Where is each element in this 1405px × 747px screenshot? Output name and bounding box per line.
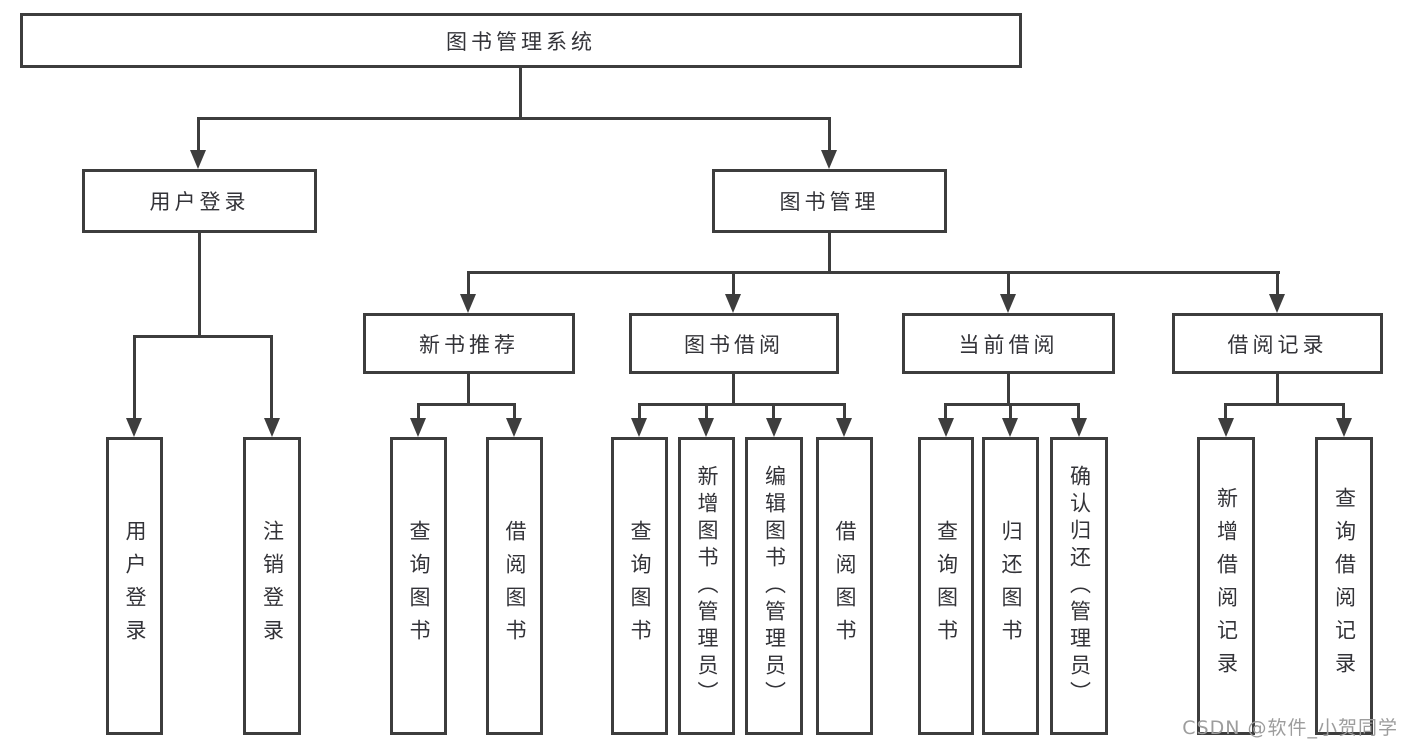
node-library-system: 图书管理系统 — [20, 13, 1022, 68]
connector-drop-leaf-logout — [270, 335, 273, 420]
node-borrow-records-label: 借阅记录 — [1227, 332, 1328, 357]
connector-root-branch — [197, 117, 831, 120]
arrowhead-to-book-management — [821, 150, 837, 169]
node-book-borrow-label: 图书借阅 — [684, 332, 784, 357]
arrowhead-to-book-borrow — [725, 294, 741, 313]
leaf-borrow-query-books-label: 查询图书 — [628, 520, 652, 652]
connector-records-branch — [1224, 403, 1345, 406]
arrowhead-to-cb-return — [1002, 418, 1018, 437]
arrowhead-to-bb-edit — [766, 418, 782, 437]
arrowhead-to-rec-query — [1336, 418, 1352, 437]
leaf-confirm-return-admin: 确认归还（管理员） — [1050, 437, 1108, 735]
arrowhead-to-nb-query — [410, 418, 426, 437]
connector-drop-bb-query — [638, 403, 641, 420]
node-book-borrow: 图书借阅 — [629, 313, 839, 374]
leaf-query-borrow-record: 查询借阅记录 — [1315, 437, 1373, 735]
leaf-current-query-books: 查询图书 — [918, 437, 974, 735]
node-book-management: 图书管理 — [712, 169, 947, 233]
arrowhead-to-user-login — [190, 150, 206, 169]
leaf-borrow-books: 借阅图书 — [816, 437, 873, 735]
connector-drop-bb-borrow — [843, 403, 846, 420]
connector-drop-book-borrow — [732, 271, 735, 296]
leaf-logout-label: 注销登录 — [260, 520, 285, 652]
connector-drop-borrow-records — [1276, 271, 1279, 296]
connector-drop-current-borrow — [1007, 271, 1010, 296]
leaf-query-borrow-record-label: 查询借阅记录 — [1332, 487, 1357, 685]
leaf-current-query-books-label: 查询图书 — [934, 520, 959, 652]
node-borrow-records: 借阅记录 — [1172, 313, 1383, 374]
connector-root-stem — [519, 68, 522, 118]
csdn-watermark: CSDN @软件_小贺同学 — [1182, 717, 1398, 739]
leaf-confirm-return-admin-label: 确认归还（管理员） — [1067, 464, 1092, 708]
connector-newbook-branch — [417, 403, 516, 406]
arrowhead-to-cb-query — [938, 418, 954, 437]
connector-currentborrow-branch — [944, 403, 1080, 406]
arrowhead-to-rec-add — [1218, 418, 1234, 437]
arrowhead-to-leaf-logout — [264, 418, 280, 437]
node-new-book-recommend-label: 新书推荐 — [419, 332, 519, 357]
connector-drop-cb-return — [1009, 403, 1012, 420]
connector-bookborrow-branch — [638, 403, 846, 406]
node-book-management-label: 图书管理 — [779, 190, 880, 214]
connector-drop-nb-borrow — [513, 403, 516, 420]
arrowhead-to-borrow-records — [1269, 294, 1285, 313]
arrowhead-to-bb-add — [698, 418, 714, 437]
arrowhead-to-bb-borrow — [836, 418, 852, 437]
leaf-borrow-query-books: 查询图书 — [611, 437, 668, 735]
leaf-add-books-admin: 新增图书（管理员） — [678, 437, 735, 735]
connector-drop-bb-add — [705, 403, 708, 420]
connector-drop-bb-edit — [772, 403, 775, 420]
leaf-newbook-query-books: 查询图书 — [390, 437, 447, 735]
leaf-user-login: 用户登录 — [106, 437, 163, 735]
connector-drop-nb-query — [417, 403, 420, 420]
leaf-newbook-borrow-books-label: 借阅图书 — [503, 520, 527, 652]
node-new-book-recommend: 新书推荐 — [363, 313, 575, 374]
leaf-add-borrow-record: 新增借阅记录 — [1197, 437, 1255, 735]
leaf-add-books-admin-label: 新增图书（管理员） — [695, 464, 719, 708]
connector-bookmgmt-stem — [828, 233, 831, 274]
connector-drop-new-book — [467, 271, 470, 296]
arrowhead-to-leaf-login — [126, 418, 142, 437]
node-current-borrow: 当前借阅 — [902, 313, 1115, 374]
leaf-return-books: 归还图书 — [982, 437, 1039, 735]
connector-drop-book-management — [828, 117, 831, 153]
leaf-logout: 注销登录 — [243, 437, 301, 735]
node-current-borrow-label: 当前借阅 — [958, 332, 1059, 357]
node-user-login-label: 用户登录 — [149, 190, 250, 214]
arrowhead-to-bb-query — [631, 418, 647, 437]
leaf-add-borrow-record-label: 新增借阅记录 — [1214, 487, 1239, 685]
connector-bookmgmt-branch — [467, 271, 1280, 274]
connector-userlogin-stem — [198, 233, 201, 336]
leaf-newbook-borrow-books: 借阅图书 — [486, 437, 543, 735]
leaf-borrow-books-label: 借阅图书 — [833, 520, 857, 652]
connector-drop-rec-query — [1342, 403, 1345, 420]
connector-records-stem — [1276, 374, 1279, 406]
connector-newbook-stem — [467, 374, 470, 406]
node-library-system-label: 图书管理系统 — [446, 29, 596, 54]
arrowhead-to-new-book — [460, 294, 476, 313]
connector-currentborrow-stem — [1007, 374, 1010, 406]
connector-drop-user-login — [197, 117, 200, 153]
leaf-edit-books-admin-label: 编辑图书（管理员） — [762, 464, 787, 708]
connector-drop-leaf-login — [133, 335, 136, 420]
arrowhead-to-current-borrow — [1000, 294, 1016, 313]
connector-drop-rec-add — [1224, 403, 1227, 420]
leaf-edit-books-admin: 编辑图书（管理员） — [745, 437, 803, 735]
connector-drop-cb-query — [944, 403, 947, 420]
leaf-newbook-query-books-label: 查询图书 — [407, 520, 431, 652]
leaf-user-login-label: 用户登录 — [123, 520, 147, 652]
leaf-return-books-label: 归还图书 — [999, 520, 1023, 652]
connector-userlogin-branch — [133, 335, 273, 338]
arrowhead-to-nb-borrow — [506, 418, 522, 437]
arrowhead-to-cb-confirm — [1071, 418, 1087, 437]
node-user-login: 用户登录 — [82, 169, 317, 233]
connector-drop-cb-confirm — [1077, 403, 1080, 420]
connector-bookborrow-stem — [732, 374, 735, 406]
